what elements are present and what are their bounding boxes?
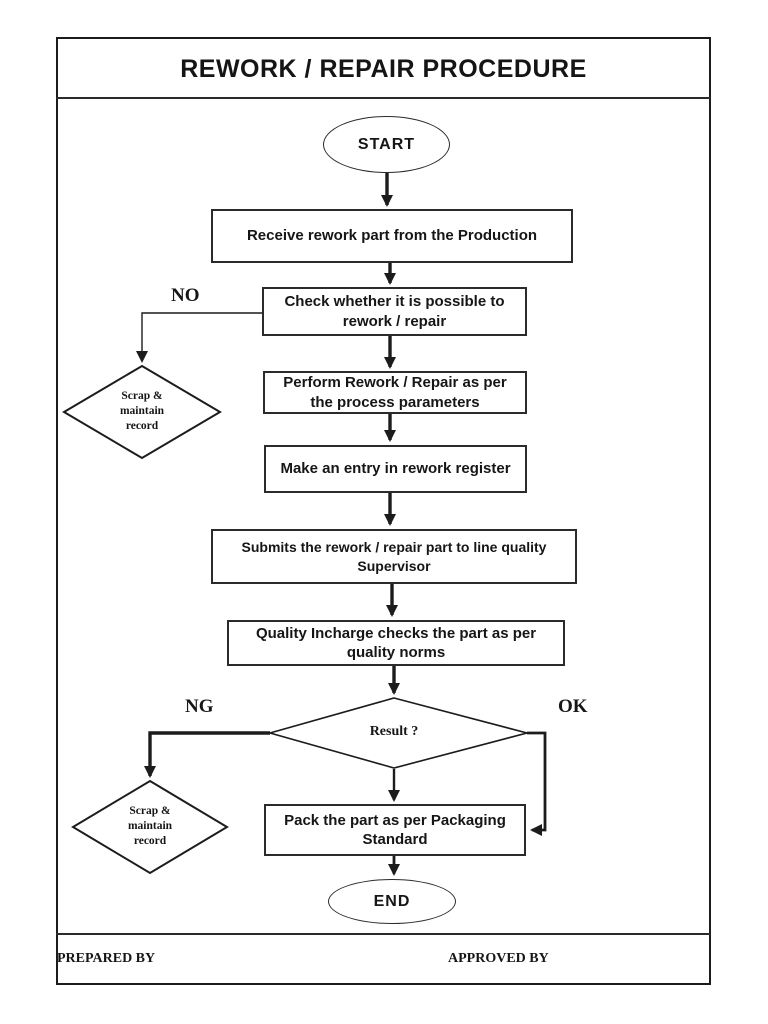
process-receive-part: Receive rework part from the Production <box>211 209 573 263</box>
process-submit-part: Submits the rework / repair part to line… <box>211 529 577 584</box>
start-terminator: START <box>323 116 450 173</box>
page-title: REWORK / REPAIR PROCEDURE <box>180 55 587 83</box>
process-check-possible: Check whether it is possible to rework /… <box>262 287 527 336</box>
prepared-by-label: PREPARED BY <box>57 951 156 966</box>
process-perform-rework: Perform Rework / Repair as per the proce… <box>263 371 527 414</box>
title-divider <box>56 97 711 99</box>
result-diamond <box>267 697 531 769</box>
process-quality-check: Quality Incharge checks the part as per … <box>227 620 565 666</box>
scrap-no-label: Scrap & maintain record <box>119 390 165 432</box>
arrow-no-branch <box>136 312 262 363</box>
process-pack-part: Pack the part as per Packaging Standard <box>264 804 526 856</box>
footer-divider <box>56 933 711 935</box>
arrow-ok-branch <box>527 731 547 836</box>
result-label: Result ? <box>369 724 419 739</box>
process-rework-register: Make an entry in rework register <box>264 445 527 493</box>
scrap-ng-label: Scrap & maintain record <box>127 805 173 847</box>
approved-by-label: APPROVED BY <box>448 951 549 966</box>
scrap-diamond-ng <box>71 779 229 875</box>
end-terminator: END <box>328 879 456 924</box>
scrap-diamond-no <box>62 364 222 460</box>
branch-label-ok: OK <box>558 696 588 717</box>
arrow-ng-branch <box>144 731 270 778</box>
branch-label-ng: NG <box>185 696 214 717</box>
branch-label-no: NO <box>171 285 200 306</box>
